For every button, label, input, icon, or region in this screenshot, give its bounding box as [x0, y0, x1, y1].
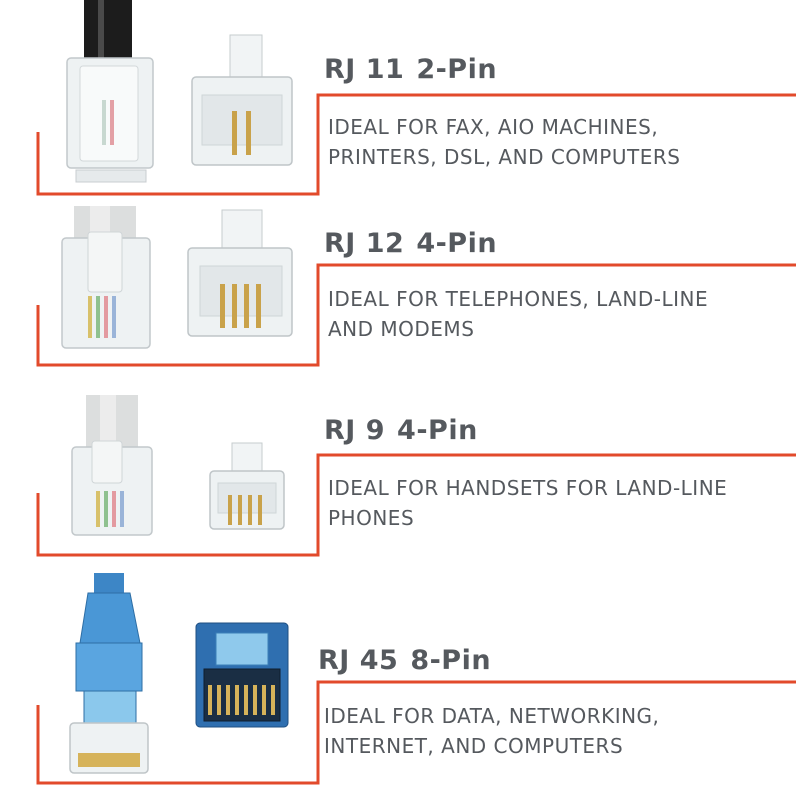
rj45-front-view-plug	[195, 622, 289, 728]
orange-bracket-line	[36, 453, 796, 557]
rj45-side-view-plug	[69, 573, 149, 774]
orange-bracket-line	[36, 680, 796, 785]
rj12-side-view-plug	[61, 206, 151, 349]
connector-description: IDEAL FOR TELEPHONES, LAND-LINE AND MODE…	[328, 287, 709, 341]
rj9-front-view-plug	[209, 442, 285, 530]
rj9-side-view-plug	[71, 395, 153, 536]
orange-bracket-line	[36, 263, 796, 367]
connector-description: IDEAL FOR FAX, AIO MACHINES, PRINTERS, D…	[328, 115, 681, 169]
rj12-front-view-plug	[187, 209, 293, 337]
rj11-side-view-plug	[66, 0, 154, 183]
rj11-front-view-plug	[191, 34, 293, 166]
connector-description: IDEAL FOR DATA, NETWORKING, INTERNET, AN…	[324, 704, 660, 758]
connector-description: IDEAL FOR HANDSETS FOR LAND-LINE PHONES	[328, 476, 728, 530]
orange-bracket-line	[36, 93, 796, 196]
